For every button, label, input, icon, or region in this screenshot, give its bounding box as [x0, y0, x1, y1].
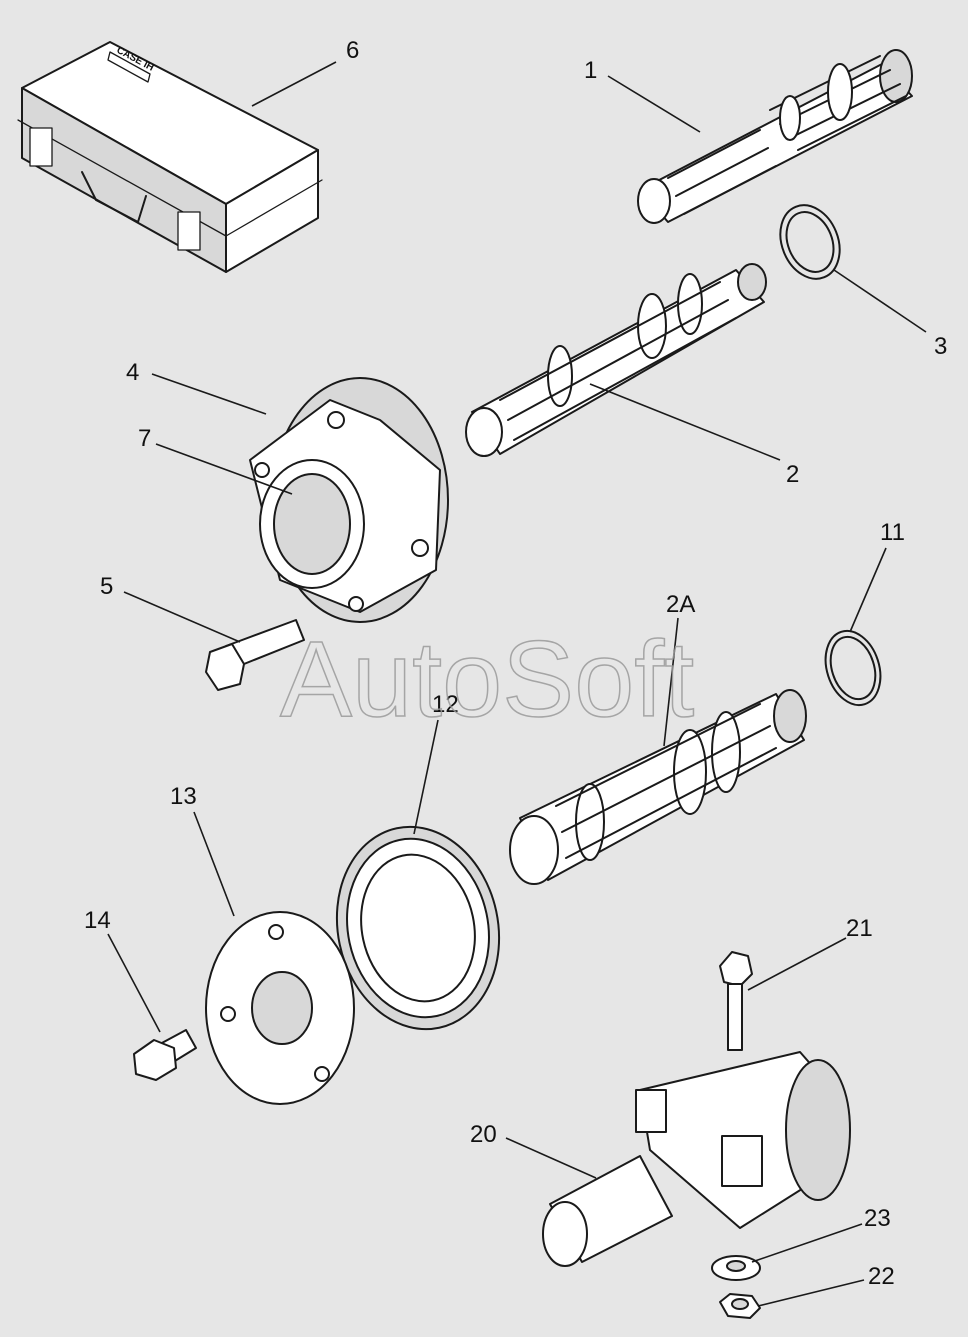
callout-labels: 6 1 3 4 7 2 11 5 2A 12 13 14 21 20 23 22	[84, 37, 947, 1290]
washer-part-23	[711, 1255, 761, 1281]
leader-13	[193, 811, 235, 917]
leader-22	[757, 1279, 865, 1307]
leader-3	[833, 269, 927, 333]
callout-3: 3	[934, 333, 947, 360]
callout-6: 6	[346, 37, 359, 64]
flange-plate-part-13	[205, 911, 355, 1105]
callout-21: 21	[846, 915, 873, 942]
splined-shaft-part-2	[465, 263, 767, 457]
callout-4: 4	[126, 359, 139, 386]
leader-4	[151, 373, 267, 415]
callout-2: 2	[786, 461, 799, 488]
leader-6	[251, 61, 337, 107]
callout-2a: 2A	[666, 591, 695, 618]
leader-14	[107, 933, 161, 1033]
leader-21	[747, 937, 847, 991]
leader-1	[607, 75, 701, 133]
snap-ring-part-11	[824, 629, 882, 707]
callout-22: 22	[868, 1263, 895, 1290]
callout-20: 20	[470, 1121, 497, 1148]
flange-housing-part-4	[249, 377, 449, 623]
callout-11: 11	[880, 519, 905, 546]
callout-14: 14	[84, 907, 111, 934]
snap-ring-part-3	[779, 204, 841, 280]
bolt-part-14	[133, 1029, 197, 1081]
nut-part-22	[719, 1293, 761, 1319]
leader-12	[413, 719, 439, 835]
callout-7: 7	[138, 425, 151, 452]
bolt-part-21	[719, 951, 753, 1051]
callout-23: 23	[864, 1205, 891, 1232]
leader-2a	[663, 617, 679, 747]
leader-23	[751, 1223, 863, 1263]
callout-5: 5	[100, 573, 113, 600]
callout-13: 13	[170, 783, 197, 810]
leader-11	[849, 547, 887, 633]
splined-shaft-part-2a	[509, 689, 807, 885]
output-shaft-housing-part-20	[542, 1051, 851, 1267]
toothed-ring-part-12	[335, 825, 501, 1031]
callout-1: 1	[584, 57, 597, 84]
callout-12: 12	[432, 691, 459, 718]
leader-7	[155, 443, 293, 495]
watermark: AutoSoft	[280, 618, 694, 739]
leader-lines	[107, 61, 927, 1307]
leader-20	[505, 1137, 597, 1179]
leader-2	[589, 383, 781, 461]
leader-5	[123, 591, 241, 643]
bolt-part-5	[205, 619, 305, 691]
tool-case-part-6	[17, 41, 323, 273]
pto-shaft-part-1	[637, 49, 913, 224]
